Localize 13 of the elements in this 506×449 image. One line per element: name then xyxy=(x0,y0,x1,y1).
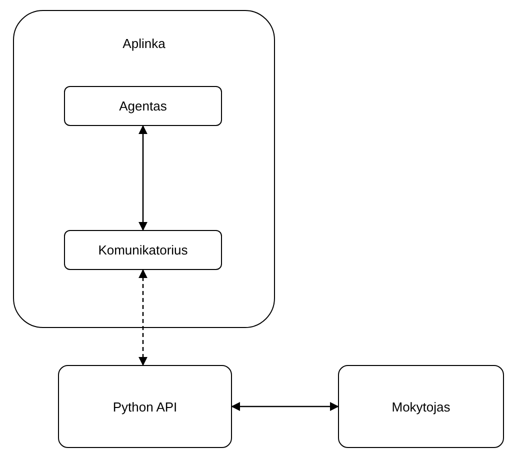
arrow xyxy=(138,269,148,366)
node-label: Python API xyxy=(112,399,178,414)
process-box xyxy=(58,365,232,448)
node-label: Komunikatorius xyxy=(97,242,189,258)
node-label: Mokytojas xyxy=(390,399,452,414)
arrow xyxy=(231,402,339,412)
process-box xyxy=(64,86,222,126)
process-box xyxy=(64,230,222,270)
container-title: Aplinka xyxy=(122,36,166,51)
node-label: Agentas xyxy=(118,98,168,114)
arrow xyxy=(138,125,148,231)
container-box xyxy=(13,10,275,328)
process-box xyxy=(338,365,504,448)
